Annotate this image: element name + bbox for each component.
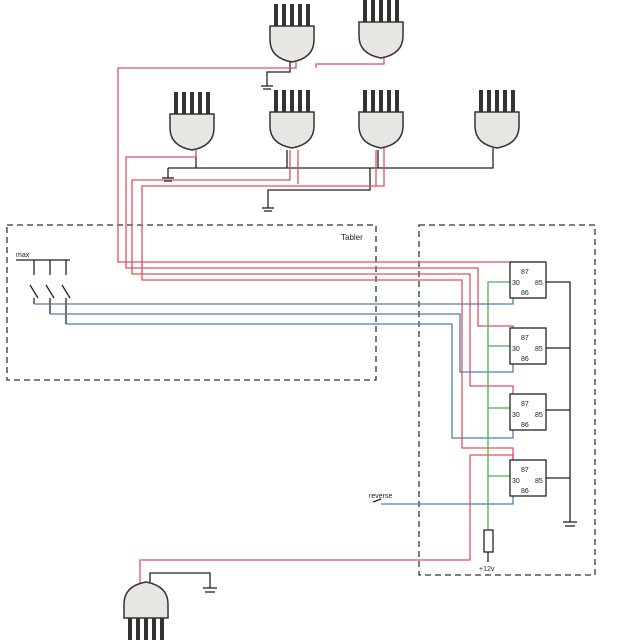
lamp-top-2 xyxy=(358,0,404,59)
relay-3-pin-85: 85 xyxy=(535,412,543,419)
relay-2-pin-30: 30 xyxy=(512,346,520,353)
lamp-top-1 xyxy=(269,3,315,63)
relay-2-pin-85: 85 xyxy=(535,346,543,353)
relay-1-pin-86: 86 xyxy=(521,290,529,297)
relay-2-pin-87: 87 xyxy=(521,335,529,342)
lamp-mid-3 xyxy=(358,89,404,149)
relay-4-pin-30: 30 xyxy=(512,478,520,485)
lamp-bottom xyxy=(123,581,169,641)
relay-3-pin-86: 86 xyxy=(521,422,529,429)
max-label: max xyxy=(16,252,30,259)
relay-box xyxy=(418,224,596,576)
relay-4: 87 30 85 86 xyxy=(509,459,547,497)
relay-1: 87 30 85 86 xyxy=(509,261,547,299)
relay-2-pin-86: 86 xyxy=(521,356,529,363)
relay-4-pin-86: 86 xyxy=(521,488,529,495)
lamp-mid-4 xyxy=(474,89,520,149)
relay-3-pin-87: 87 xyxy=(521,401,529,408)
relay-1-pin-85: 85 xyxy=(535,280,543,287)
relay-4-pin-85: 85 xyxy=(535,478,543,485)
lamp-mid-1 xyxy=(169,91,215,151)
feed-wire xyxy=(487,281,513,530)
switch-box xyxy=(6,224,377,381)
relay-1-pin-87: 87 xyxy=(521,269,529,276)
switch-box-label: Tabler xyxy=(341,233,363,242)
supply-label: +12v xyxy=(479,566,495,573)
switch-wires xyxy=(34,296,514,505)
reverse-label: reverse xyxy=(369,493,392,500)
fuse xyxy=(483,529,494,553)
lamp-mid-2 xyxy=(269,89,315,149)
power-wires xyxy=(117,58,514,590)
ground-wires xyxy=(16,62,577,594)
relay-1-pin-30: 30 xyxy=(512,280,520,287)
relay-3-pin-30: 30 xyxy=(512,412,520,419)
relay-2: 87 30 85 86 xyxy=(509,327,547,365)
relay-3: 87 30 85 86 xyxy=(509,393,547,431)
relay-4-pin-87: 87 xyxy=(521,467,529,474)
